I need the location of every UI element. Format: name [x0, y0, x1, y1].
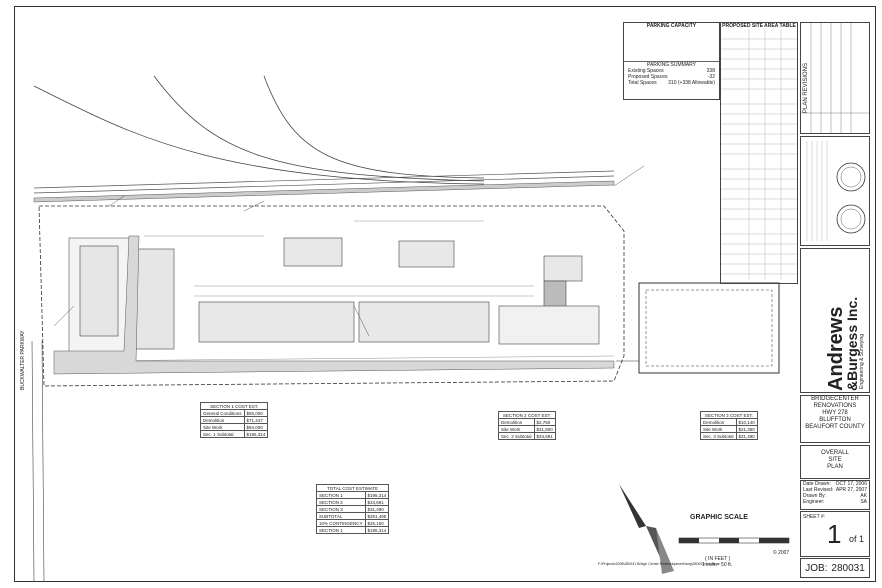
sheet-label: SHEET #: — [803, 514, 826, 520]
project-line3: HWY 278 — [822, 410, 848, 416]
table-cell: General Conditions — [200, 409, 245, 417]
table-cell: Demolition — [498, 418, 535, 426]
date-label: Date Drawn: — [803, 481, 831, 487]
table-cell: SECTION 1 — [316, 526, 366, 534]
table-cell: Sec. 2 Subtotal — [498, 432, 535, 440]
table-cell: SUBTOTAL — [316, 512, 366, 520]
table-cell: $2,750 — [533, 418, 556, 426]
table-cell: $31,800 — [533, 425, 556, 433]
table-cell: $34,691 — [364, 498, 390, 506]
parking-row-value: -32 — [707, 74, 715, 80]
road-label: BUCKWALTER PARKWAY — [20, 330, 26, 390]
table-cell: $31,490 — [735, 432, 758, 440]
table-cell: $31,490 — [364, 505, 390, 513]
dates-box: Date Drawn: OCT 17, 2006 Last Revised:APR… — [800, 480, 870, 510]
table-cell: $34,691 — [533, 432, 556, 440]
table-cell: Site Work — [498, 425, 535, 433]
table-cell: 10% CONTINGENCY — [316, 519, 366, 527]
parking-row-value: 338 — [706, 68, 715, 74]
firm-name-line2: &Burgess Inc. — [844, 296, 860, 391]
parking-row-label: Existing Spaces — [628, 68, 664, 74]
table-cell: Sec. 3 Subtotal — [700, 432, 737, 440]
table-cell: Demolition — [200, 416, 245, 424]
table-cell: $195,314 — [243, 430, 269, 438]
table-cell: SECTION 1 — [316, 491, 366, 499]
job-box: JOB: 280031 — [800, 558, 870, 578]
graphic-scale-title: GRAPHIC SCALE — [690, 514, 748, 521]
project-line2: RENOVATIONS — [813, 403, 857, 409]
firm-tagline: Engineering & Surveying — [859, 333, 865, 389]
graphic-scale-ratio: 1 inch = 50 ft. — [702, 562, 733, 568]
total-cost-table: TOTAL COST ESTIMATE SECTION 1$195,314 SE… — [315, 484, 390, 534]
table-cell: $71,447 — [243, 416, 269, 424]
project-info-box: BRIDGECENTER RENOVATIONS HWY 278 BLUFFTO… — [800, 395, 870, 443]
revisions-grid — [801, 23, 869, 133]
project-line5: BEAUFORT COUNTY — [805, 424, 865, 430]
parking-row-label: Proposed Spaces — [628, 74, 668, 80]
date-value: SA — [860, 499, 867, 505]
total-cost-title: TOTAL COST ESTIMATE — [315, 484, 390, 492]
section-1-table: SECTION 1 COST EST. General Conditions$5… — [199, 402, 269, 438]
firm-logo-box: Andrews &Burgess Inc. Engineering & Surv… — [800, 248, 870, 393]
section-table-title: SECTION 1 COST EST. — [199, 402, 269, 410]
parking-row-label: Total Spaces — [628, 80, 657, 86]
sheet-title-line2: SITE — [828, 457, 842, 463]
table-cell: $261,495 — [364, 512, 390, 520]
drawing-sheet — [14, 6, 876, 582]
table-cell: $21,350 — [735, 425, 758, 433]
table-cell: $195,314 — [364, 526, 390, 534]
job-label: JOB: — [805, 562, 828, 574]
parking-breakdown — [624, 29, 719, 62]
date-value: OCT 17, 2006 — [835, 481, 867, 487]
table-cell: $55,000 — [243, 409, 269, 417]
sheet-number: 1 — [827, 519, 842, 549]
table-cell: Site Work — [200, 423, 245, 431]
parking-row-value: 310 (+338 Allowable) — [668, 80, 715, 86]
table-cell: $26,150 — [364, 519, 390, 527]
table-cell: SECTION 2 — [316, 498, 366, 506]
table-cell: Sec. 1 Subtotal — [200, 430, 245, 438]
table-cell: $195,314 — [364, 491, 390, 499]
parking-summary-title: PARKING SUMMARY — [647, 62, 696, 68]
section-table-title: SECTION 2 COST EST. — [498, 411, 556, 419]
site-area-grid — [721, 29, 797, 279]
site-plan-drawing — [31, 75, 790, 582]
date-value: AK — [860, 493, 867, 499]
section-3-table: SECTION 3 COST EST. Demolition$10,140 Si… — [700, 411, 758, 440]
project-line4: BLUFFTON — [819, 417, 851, 423]
graphic-scale-note: ( IN FEET ) — [705, 556, 731, 562]
table-cell: Site Work — [700, 425, 737, 433]
sheet-of: of 1 — [849, 534, 865, 544]
site-area-title: PROPOSED SITE AREA TABLE — [722, 23, 796, 29]
date-label: Engineer: — [803, 499, 825, 505]
sheet-title-line3: PLAN — [827, 464, 843, 470]
file-path: F:\Projects\2008\280031 Bridge Center Re… — [598, 562, 718, 566]
sheet-title-box: OVERALL SITE PLAN — [800, 445, 870, 479]
sheet-title-line1: OVERALL — [821, 450, 849, 456]
table-cell: Demolition — [700, 418, 737, 426]
job-number: 280031 — [831, 562, 865, 574]
date-value: APR 27, 2007 — [835, 487, 867, 493]
table-cell: $94,000 — [243, 423, 269, 431]
project-name: BRIDGECENTER — [811, 396, 859, 402]
sheet-number-box: SHEET #: 1 of 1 — [800, 511, 870, 557]
date-label: Last Revised: — [803, 487, 834, 493]
parking-title: PARKING CAPACITY — [646, 23, 697, 29]
date-label: Drawn By: — [803, 493, 827, 499]
plan-revisions-box: PLAN REVISIONS — [800, 22, 870, 134]
section-table-title: SECTION 3 COST EST. — [700, 411, 758, 419]
revisions-title: PLAN REVISIONS — [803, 62, 809, 113]
site-area-table: PROPOSED SITE AREA TABLE — [720, 22, 798, 284]
parking-capacity-table: PARKING CAPACITY PARKING SUMMARY Existin… — [623, 22, 720, 100]
copyright: © 2007 — [773, 550, 790, 556]
certification-box — [800, 136, 870, 246]
seal-graphics — [806, 141, 866, 241]
table-cell: SECTION 3 — [316, 505, 366, 513]
table-cell: $10,140 — [735, 418, 758, 426]
section-2-table: SECTION 2 COST EST. Demolition$2,750 Sit… — [498, 411, 556, 440]
